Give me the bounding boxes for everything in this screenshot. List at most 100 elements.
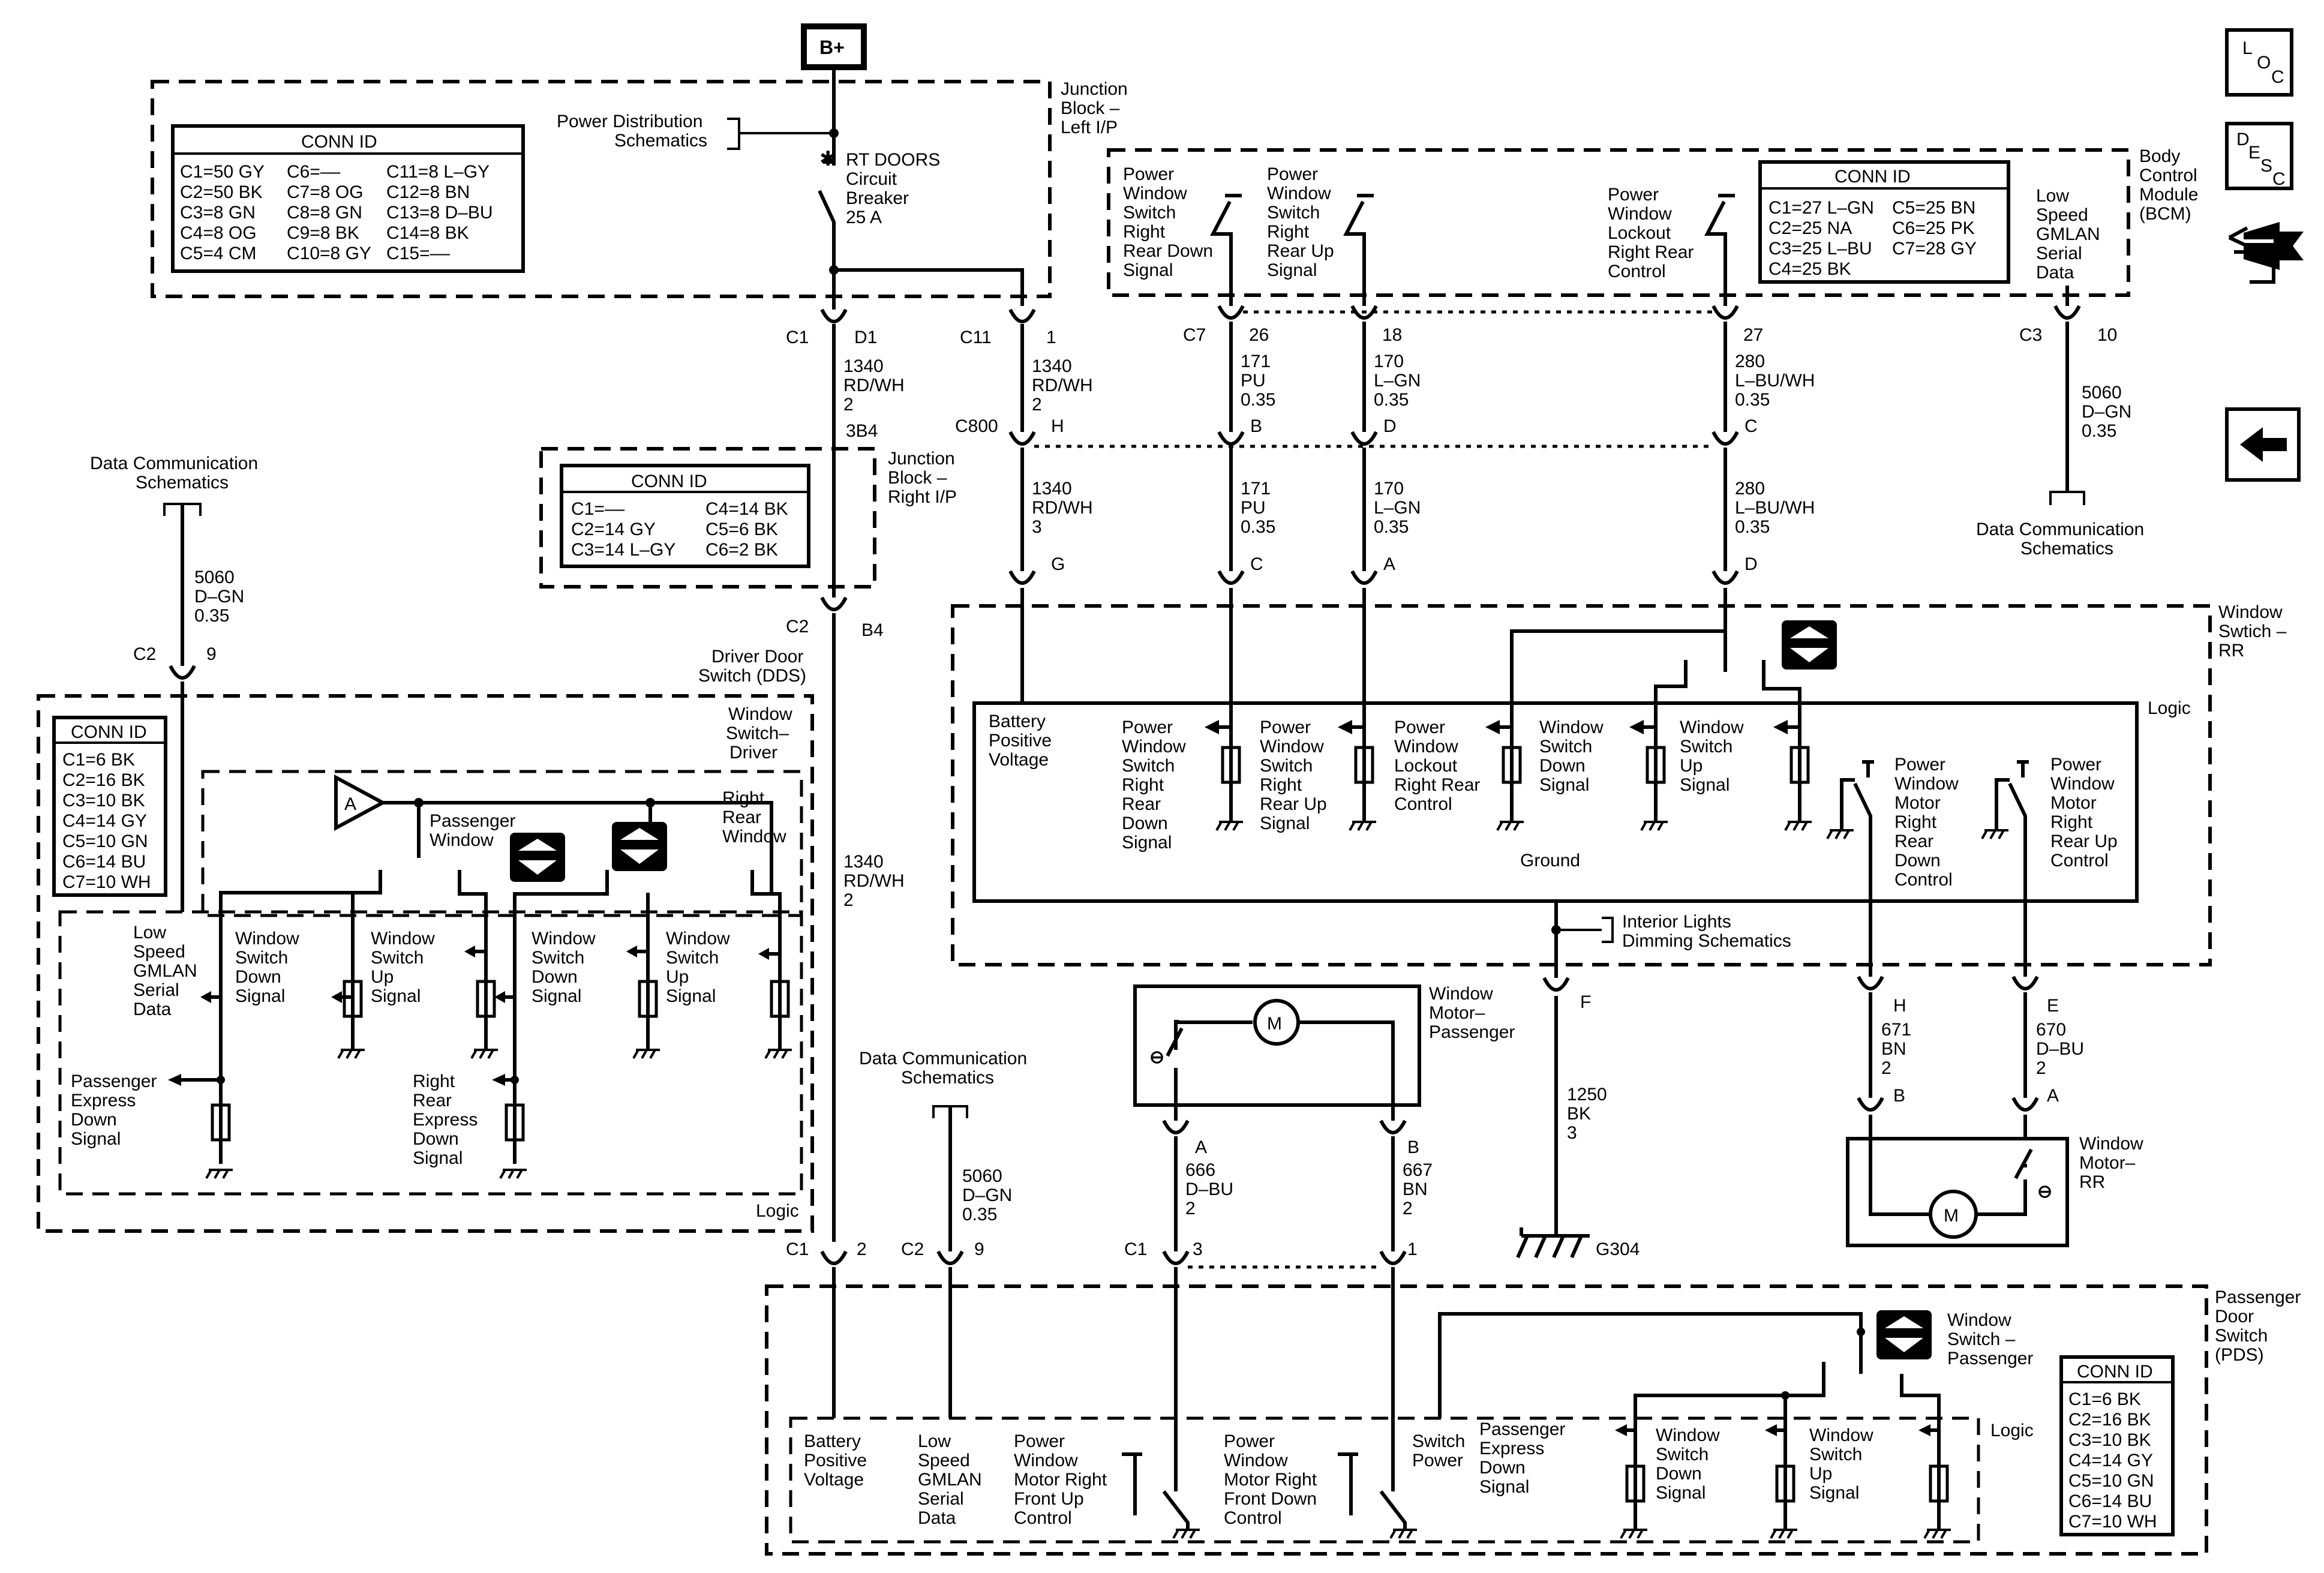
svg-text:Module: Module xyxy=(2139,185,2198,205)
svg-text:Data Communication: Data Communication xyxy=(1976,520,2144,539)
svg-text:D: D xyxy=(1383,416,1397,436)
svg-text:Window: Window xyxy=(722,827,786,846)
svg-text:171: 171 xyxy=(1241,352,1271,371)
svg-text:C13=8 D–BU: C13=8 D–BU xyxy=(386,203,493,223)
svg-text:C3=14 L–GY: C3=14 L–GY xyxy=(571,540,675,560)
svg-text:C4=25 BK: C4=25 BK xyxy=(1768,259,1851,279)
svg-text:Down: Down xyxy=(1479,1458,1526,1478)
svg-text:RD/WH: RD/WH xyxy=(843,376,905,395)
svg-text:Voltage: Voltage xyxy=(989,750,1049,770)
svg-text:Rear: Rear xyxy=(413,1091,452,1110)
dcs-ref-bcm[interactable]: Data Communication Schematics xyxy=(1976,520,2144,559)
svg-text:27: 27 xyxy=(1743,325,1763,345)
svg-text:Down: Down xyxy=(71,1110,117,1130)
svg-text:O: O xyxy=(2257,53,2271,73)
svg-text:0.35: 0.35 xyxy=(1241,517,1275,537)
svg-text:Window: Window xyxy=(666,929,730,948)
svg-text:Switch: Switch xyxy=(666,948,719,968)
svg-text:5060: 5060 xyxy=(194,568,235,587)
svg-text:D–BU: D–BU xyxy=(1185,1179,1233,1199)
loc-icon[interactable]: L O C xyxy=(2225,28,2293,97)
svg-text:⊖: ⊖ xyxy=(2037,1182,2052,1202)
svg-text:Right: Right xyxy=(1122,775,1164,795)
svg-text:Battery: Battery xyxy=(989,712,1046,731)
svg-text:Right: Right xyxy=(1267,222,1310,242)
svg-text:C1=––: C1=–– xyxy=(571,499,625,519)
svg-text:C3=25 L–BU: C3=25 L–BU xyxy=(1768,239,1872,259)
svg-text:Signal: Signal xyxy=(1809,1483,1859,1503)
svg-text:Window: Window xyxy=(1267,184,1331,203)
svg-text:C10=8 GY: C10=8 GY xyxy=(287,244,371,263)
svg-text:2: 2 xyxy=(1881,1058,1891,1078)
svg-text:B: B xyxy=(1893,1086,1905,1106)
svg-text:C2=14 GY: C2=14 GY xyxy=(571,520,656,539)
svg-text:C4=14 GY: C4=14 GY xyxy=(2068,1451,2153,1470)
svg-text:Window: Window xyxy=(1539,718,1604,737)
svg-text:Serial: Serial xyxy=(133,980,179,1000)
svg-text:Rear: Rear xyxy=(722,807,761,827)
dds-rr-express: Right Rear Express Down Signal xyxy=(413,1071,527,1179)
connector-rr-top: G C A D xyxy=(1008,554,1758,585)
svg-text:Swtich –: Swtich – xyxy=(2218,622,2287,641)
svg-text:Rear Up: Rear Up xyxy=(2050,831,2118,851)
svg-text:C7=10 WH: C7=10 WH xyxy=(62,872,151,892)
svg-text:Passenger: Passenger xyxy=(1429,1022,1515,1042)
svg-text:Data: Data xyxy=(2036,263,2074,283)
svg-text:Power: Power xyxy=(1224,1431,1275,1451)
svg-text:Signal: Signal xyxy=(1122,833,1172,852)
desc-icon[interactable]: D E S C xyxy=(2225,122,2293,190)
rr-motor-up-control: Power Window Motor Right Rear Up Control xyxy=(1981,755,2118,900)
svg-text:C8=8 GN: C8=8 GN xyxy=(287,203,362,223)
interior-lights-ref[interactable]: Interior Lights Dimming Schematics xyxy=(1551,912,1791,951)
svg-text:Schematics: Schematics xyxy=(614,131,707,151)
svg-text:Passenger: Passenger xyxy=(430,811,515,831)
dcs-ref-pds[interactable]: Data Communication Schematics xyxy=(859,1049,1027,1118)
svg-text:9: 9 xyxy=(206,644,217,664)
dds-sw-2-resistor xyxy=(758,948,792,1059)
svg-text:H: H xyxy=(1051,416,1064,436)
svg-text:Positive: Positive xyxy=(804,1451,867,1470)
svg-text:2: 2 xyxy=(1403,1199,1413,1218)
svg-text:C12=8 BN: C12=8 BN xyxy=(386,182,470,202)
svg-text:D–GN: D–GN xyxy=(962,1185,1012,1205)
svg-text:Data: Data xyxy=(918,1508,956,1528)
svg-text:Window: Window xyxy=(1680,718,1744,737)
svg-text:Window: Window xyxy=(532,929,596,948)
svg-text:Switch: Switch xyxy=(1656,1445,1709,1464)
svg-text:671: 671 xyxy=(1881,1020,1911,1040)
svg-text:Right I/P: Right I/P xyxy=(888,487,957,507)
rr-sig-switch-down: Window Switch Down Signal xyxy=(1539,660,1688,831)
svg-text:Switch: Switch xyxy=(1122,756,1175,776)
svg-text:Dimming Schematics: Dimming Schematics xyxy=(1622,931,1791,951)
svg-text:Down: Down xyxy=(1656,1464,1702,1484)
svg-text:Signal: Signal xyxy=(371,986,421,1006)
svg-text:BK: BK xyxy=(1567,1104,1591,1124)
svg-text:(PDS): (PDS) xyxy=(2215,1345,2264,1365)
svg-text:BN: BN xyxy=(1403,1179,1428,1199)
svg-text:Signal: Signal xyxy=(532,986,581,1006)
svg-text:280: 280 xyxy=(1735,479,1765,499)
svg-text:Power: Power xyxy=(1123,164,1174,184)
conn-id-pds: CONN ID C1=6 BK C2=16 BK C3=10 BK C4=14 … xyxy=(2059,1355,2175,1536)
pds-low-speed: Low Speed GMLAN Serial Data xyxy=(918,1431,982,1528)
svg-text:RD/WH: RD/WH xyxy=(1032,498,1093,518)
rr-window-icon xyxy=(1782,620,1837,670)
svg-text:CONN ID: CONN ID xyxy=(2077,1362,2153,1382)
svg-text:Window: Window xyxy=(728,704,792,724)
svg-text:667: 667 xyxy=(1403,1160,1433,1180)
svg-text:C5=10 GN: C5=10 GN xyxy=(2068,1471,2154,1491)
svg-text:Signal: Signal xyxy=(1479,1477,1529,1497)
svg-text:Switch: Switch xyxy=(1680,737,1733,757)
svg-text:2: 2 xyxy=(857,1239,867,1259)
dcs-ref-dds[interactable]: Data Communication Schematics xyxy=(90,454,258,516)
svg-text:Control: Control xyxy=(1894,870,1953,890)
power-distribution-ref[interactable]: Power Distribution Schematics xyxy=(557,112,839,151)
svg-text:C7=8 OG: C7=8 OG xyxy=(287,182,364,202)
diagnostic-connector-icon[interactable] xyxy=(2228,222,2304,284)
svg-text:171: 171 xyxy=(1241,479,1271,499)
rr-motor-down-control: Power Window Motor Right Rear Down Contr… xyxy=(1826,755,1959,900)
svg-text:2: 2 xyxy=(2036,1058,2046,1078)
svg-text:Control: Control xyxy=(1224,1508,1282,1528)
svg-text:D–GN: D–GN xyxy=(194,587,244,607)
back-arrow-icon[interactable] xyxy=(2225,407,2301,482)
